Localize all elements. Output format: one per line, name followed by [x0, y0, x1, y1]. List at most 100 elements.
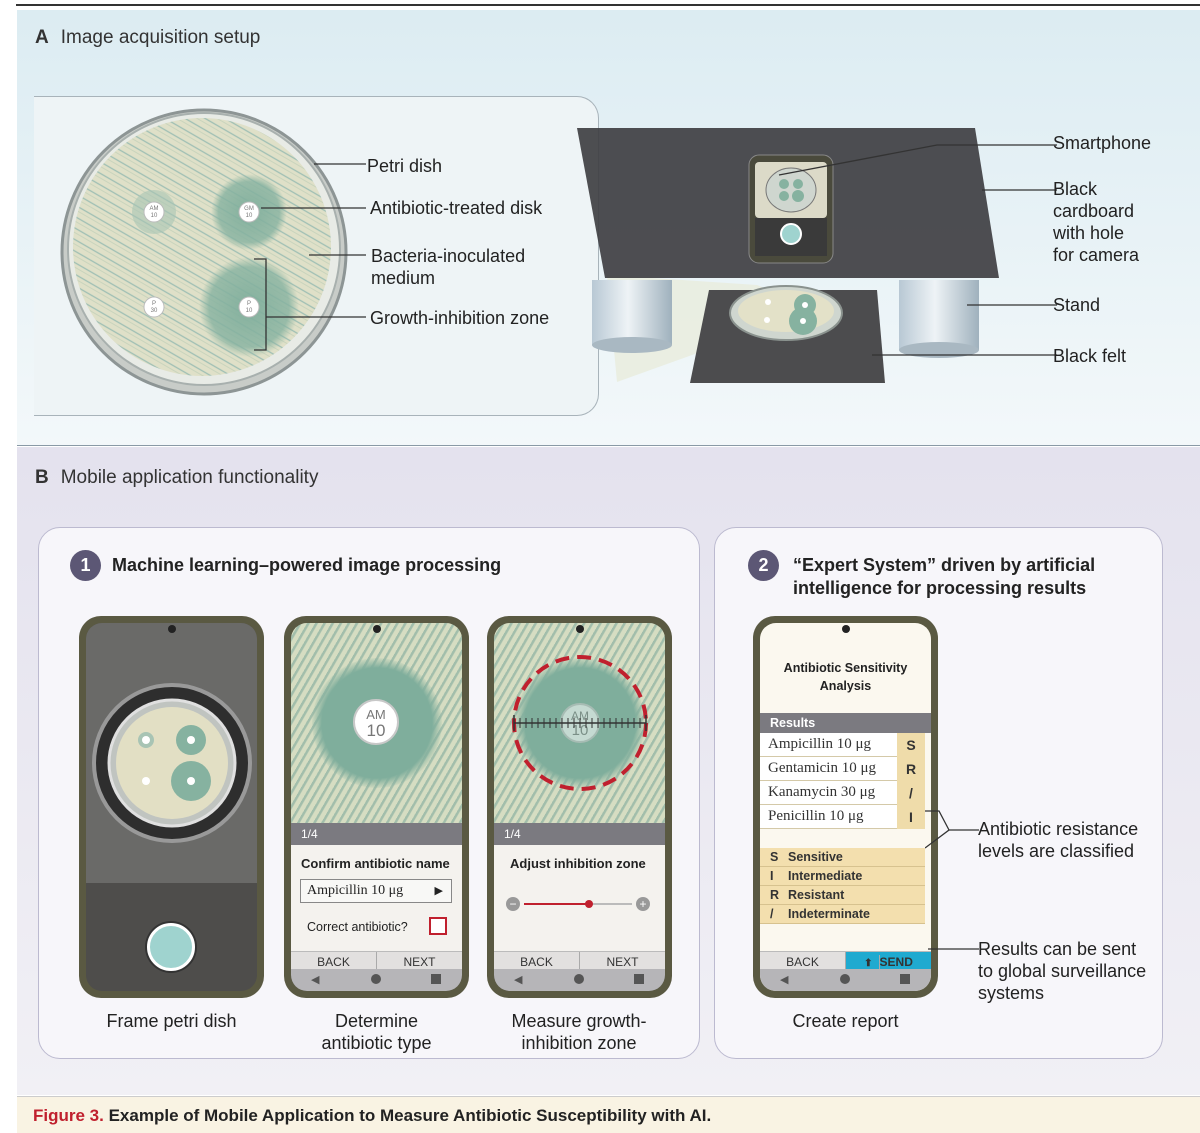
panel-a-letter: A: [35, 27, 49, 48]
nav-back-icon[interactable]: ◀: [514, 974, 523, 986]
nav-buttons: BACK NEXT: [494, 951, 665, 972]
send-button[interactable]: ⬆ SEND: [845, 952, 931, 972]
phone-report: Antibiotic Sensitivity Analysis Results …: [753, 616, 938, 998]
disk-dose: 10: [366, 721, 386, 740]
label-cardboard: Black cardboard with hole for camera: [1053, 179, 1140, 265]
result-class: I: [897, 805, 925, 829]
report-leaders: [925, 810, 979, 950]
phone-frame-dish-screen: [86, 623, 257, 991]
confirm-panel: Confirm antibiotic name Ampicillin 10 μg…: [291, 845, 462, 951]
next-button[interactable]: NEXT: [376, 952, 462, 972]
label-smartphone: Smartphone: [1053, 133, 1152, 153]
disk-name: AM: [366, 707, 386, 722]
disk-name: AM: [571, 709, 589, 723]
step-2-title: “Expert System” driven by artificial int…: [793, 555, 1096, 598]
adjust-prompt: Adjust inhibition zone: [510, 856, 646, 871]
antibiotic-disk: AM 10: [353, 699, 399, 745]
progress-indicator: 1/4: [291, 823, 462, 845]
nav-home-icon[interactable]: [840, 974, 850, 984]
shutter-button[interactable]: [147, 923, 195, 971]
phone-measure-zone-screen: AM 10 1/4 Adjust inhibition zone −: [494, 623, 665, 991]
result-class: S: [897, 733, 925, 757]
zone-measurement-overlay[interactable]: [494, 623, 665, 823]
disk-label-p10-dose: 10: [246, 308, 253, 314]
nav-buttons: BACK NEXT: [291, 951, 462, 972]
disk-label-am-dose: 10: [151, 213, 158, 219]
antibiotic-select-value: Ampicillin 10 μg: [307, 883, 404, 898]
nav-back-icon[interactable]: ◀: [780, 974, 789, 986]
nav-home-icon[interactable]: [371, 974, 381, 984]
phone-measure-zone: AM 10 1/4 Adjust inhibition zone −: [487, 616, 672, 998]
progress-indicator: 1/4: [494, 823, 665, 845]
legend-text: Sensitive: [788, 850, 843, 864]
figure-caption: Figure 3. Example of Mobile Application …: [17, 1096, 1200, 1133]
step-2-number: 2: [748, 550, 779, 581]
result-row: Kanamycin 30 μg /: [760, 781, 925, 805]
framed-dish: [92, 683, 252, 843]
result-class: /: [897, 781, 925, 805]
label-inhibition-zone: Growth-inhibition zone: [370, 308, 550, 328]
camera-dot: [167, 625, 176, 633]
back-button[interactable]: BACK: [317, 955, 350, 969]
caption-create-report: Create report: [792, 1011, 899, 1031]
figure-number: Figure 3.: [33, 1106, 104, 1125]
label-medium: Bacteria-inoculated medium: [371, 246, 526, 288]
confirm-label: Correct antibiotic?: [307, 920, 408, 934]
label-antibiotic-disk: Antibiotic-treated disk: [370, 198, 543, 218]
legend-row: R Resistant: [760, 886, 925, 905]
send-label: SEND: [878, 955, 913, 969]
annotation-send: Results can be sent to global surveillan…: [978, 939, 1147, 1003]
legend-code: S: [770, 850, 779, 864]
antibiotic-select[interactable]: Ampicillin 10 μg ▶: [300, 879, 452, 903]
result-name: Kanamycin 30 μg: [768, 784, 876, 800]
legend-text: Indeterminate: [788, 907, 870, 921]
label-stand: Stand: [1053, 295, 1101, 315]
confirm-checkbox[interactable]: [429, 917, 447, 935]
nav-back-icon[interactable]: ◀: [311, 974, 320, 986]
next-button[interactable]: NEXT: [579, 952, 665, 972]
panel-b-title-text: Mobile application functionality: [60, 467, 319, 488]
panel-a-title-text: Image acquisition setup: [60, 27, 261, 48]
disk-label-am: AM: [150, 206, 159, 212]
phone-frame-dish: [79, 616, 264, 998]
label-felt: Black felt: [1053, 346, 1127, 366]
nav-recents-icon[interactable]: [900, 974, 910, 984]
back-button[interactable]: BACK: [786, 955, 819, 969]
step-2-card: 2 “Expert System” driven by artificial i…: [714, 527, 1163, 1059]
slider-minus-icon[interactable]: −: [506, 897, 520, 911]
disk-label-gm: GM: [244, 206, 254, 212]
step-1-number: 1: [70, 550, 101, 581]
legend-row: /Indeterminate: [760, 905, 925, 924]
slider-plus-icon[interactable]: +: [636, 897, 650, 911]
panel-b-title: B Mobile application functionality: [35, 467, 318, 489]
legend-text: Resistant: [788, 888, 845, 902]
nav-home-icon[interactable]: [574, 974, 584, 984]
result-name: Penicillin 10 μg: [768, 808, 864, 824]
legend-code: I: [770, 869, 774, 883]
disk-label-gm-dose: 10: [246, 213, 253, 219]
disk-label-p30: P: [152, 301, 156, 307]
caption-frame-dish: Frame petri dish: [106, 1011, 237, 1031]
nav-recents-icon[interactable]: [431, 974, 441, 984]
phone-report-screen: Antibiotic Sensitivity Analysis Results …: [760, 623, 931, 991]
back-button[interactable]: BACK: [520, 955, 553, 969]
report-title: Antibiotic Sensitivity Analysis: [783, 661, 908, 693]
legend-code: R: [770, 888, 780, 902]
android-nav-bar: ◀: [760, 969, 931, 991]
slider-thumb[interactable]: [584, 900, 593, 908]
panel-a-title: A Image acquisition setup: [35, 27, 260, 49]
disk-label-p30-dose: 30: [151, 308, 158, 314]
petri-dish-card: AM 10 GM 10 P 30 P 10 Petri dish Antibio…: [34, 96, 599, 416]
share-icon: ⬆: [864, 958, 873, 969]
slider-track[interactable]: [524, 900, 632, 908]
select-arrow-icon: ▶: [434, 885, 443, 897]
confirm-prompt: Confirm antibiotic name: [301, 856, 450, 871]
nav-recents-icon[interactable]: [634, 974, 644, 984]
setup-illustration: [577, 128, 999, 383]
slider-fill: [524, 903, 589, 905]
panel-b-letter: B: [35, 467, 49, 488]
camera-dot: [841, 625, 850, 633]
